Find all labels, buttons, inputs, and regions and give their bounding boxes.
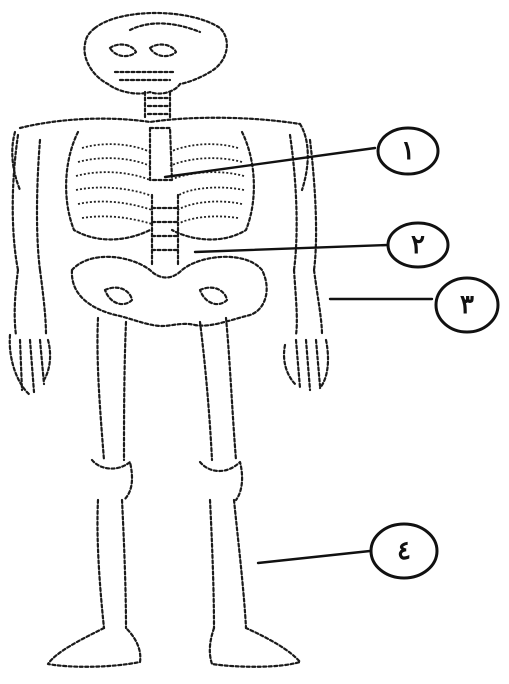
skull — [84, 13, 226, 94]
left-leg — [48, 318, 140, 667]
callout-1: ١ — [378, 128, 438, 174]
callout-4-label: ٤ — [397, 536, 411, 566]
callout-line-1 — [165, 148, 375, 177]
right-leg — [200, 318, 300, 667]
pelvis — [72, 257, 267, 326]
callout-2-label: ٢ — [411, 230, 425, 260]
callout-line-2 — [195, 245, 388, 252]
callout-3: ٣ — [436, 278, 498, 332]
callout-line-4 — [258, 551, 370, 563]
callout-1-label: ١ — [401, 136, 415, 166]
callout-3-label: ٣ — [460, 290, 474, 320]
left-arm — [10, 135, 50, 395]
callout-2: ٢ — [388, 223, 448, 267]
callout-4: ٤ — [371, 524, 437, 578]
